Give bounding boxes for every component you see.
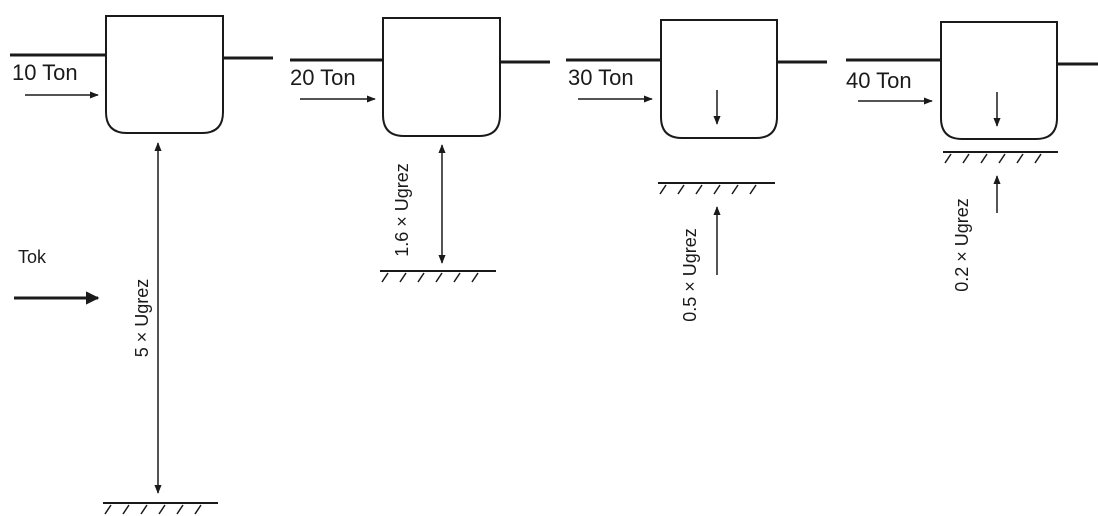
panel-20-ton: 20 Ton 1.6 × Ugrez xyxy=(290,17,550,283)
hull-section xyxy=(660,19,778,139)
clearance-label: 0.2 × Ugrez xyxy=(952,198,972,292)
seabed-hatch xyxy=(658,182,775,195)
tonnage-label: 30 Ton xyxy=(568,65,634,90)
seabed-hatch xyxy=(103,502,218,515)
hull-section xyxy=(940,21,1058,140)
flow-label: Tok xyxy=(18,247,47,267)
clearance-label: 5 × Ugrez xyxy=(132,279,152,358)
tonnage-label: 40 Ton xyxy=(846,68,912,93)
seabed-hatch xyxy=(380,270,496,283)
clearance-label: 0.5 × Ugrez xyxy=(680,228,700,322)
tonnage-label: 10 Ton xyxy=(12,60,78,85)
panel-30-ton: 30 Ton 0.5 × Ugrez xyxy=(566,19,827,322)
hull-section xyxy=(382,17,501,137)
tonnage-label: 20 Ton xyxy=(290,65,356,90)
panel-40-ton: 40 Ton 0.2 × Ugrez xyxy=(846,21,1098,292)
panel-10-ton: 10 Ton 5 × Ugrez xyxy=(10,15,273,515)
hull-section xyxy=(105,15,224,134)
clearance-label: 1.6 × Ugrez xyxy=(392,163,412,257)
seabed-hatch xyxy=(943,151,1058,164)
